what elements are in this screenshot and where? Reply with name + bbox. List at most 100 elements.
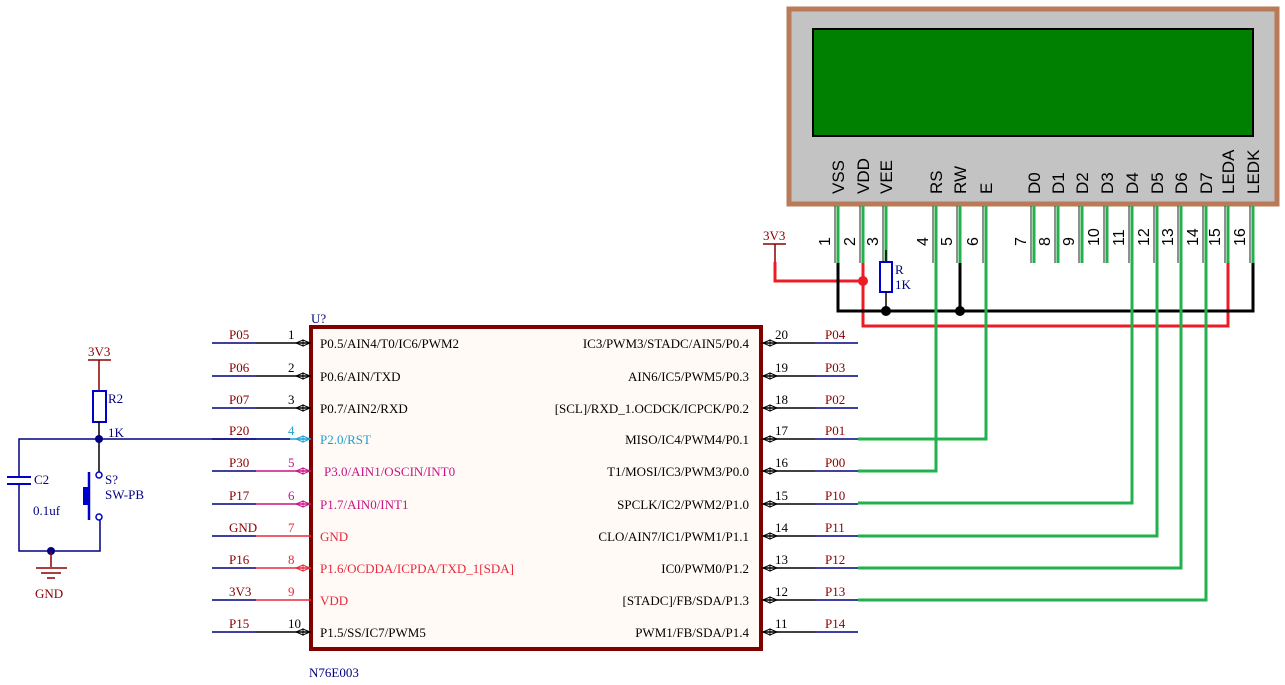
lcd-pin-number: 15 — [1207, 228, 1224, 246]
net-label: P05 — [229, 327, 249, 342]
io-arrow-icon — [294, 564, 312, 572]
net-label: P16 — [229, 552, 250, 567]
pin-number: 11 — [775, 616, 788, 631]
pin-number: 14 — [775, 520, 789, 535]
lcd-3v3-label: 3V3 — [763, 228, 785, 243]
net-label: P20 — [229, 423, 249, 438]
lcd-pin-number: 6 — [965, 237, 982, 246]
net-label: P11 — [825, 520, 845, 535]
lcd-pin-label: LEDA — [1219, 149, 1238, 194]
lcd-pin-number: 10 — [1086, 228, 1103, 246]
contrast-resistor-body — [879, 261, 893, 293]
lcd-pin-label: VDD — [854, 158, 873, 194]
mcu-designator: U? — [311, 311, 326, 326]
lcd-pin-label: VSS — [829, 160, 848, 194]
wire-p13-d7 — [858, 263, 1208, 602]
switch-button — [83, 487, 89, 505]
net-label: P30 — [229, 455, 249, 470]
io-arrow-icon — [761, 404, 779, 412]
net-label: P12 — [825, 552, 845, 567]
pin-number: 6 — [288, 488, 295, 503]
net-label: GND — [229, 520, 257, 535]
lcd-pin-label: D7 — [1197, 172, 1216, 194]
pin-name: GND — [320, 529, 348, 544]
pin-name: AIN6/IC5/PWM5/P0.3 — [628, 369, 749, 384]
c2-designator: C2 — [34, 472, 49, 487]
pin-name: P1.5/SS/IC7/PWM5 — [320, 625, 426, 640]
io-arrow-icon — [294, 500, 312, 508]
switch-contact-bottom — [95, 513, 103, 521]
pin-name: P1.6/OCDDA/ICPDA/TXD_1[SDA] — [320, 561, 514, 576]
io-arrow-icon — [761, 372, 779, 380]
pin-number: 12 — [775, 584, 788, 599]
switch-value: SW-PB — [105, 487, 144, 502]
lcd-pin-label: VEE — [877, 160, 896, 194]
lcd-pin-label: D3 — [1098, 172, 1117, 194]
lcd-pin-number: 7 — [1013, 237, 1030, 246]
io-arrow-icon — [761, 339, 779, 347]
pin-name: P2.0/RST — [320, 432, 371, 447]
io-arrow-icon — [294, 435, 312, 443]
pin-name: MISO/IC4/PWM4/P0.1 — [625, 432, 749, 447]
wire-p11-d5 — [858, 263, 1159, 538]
io-arrow-icon — [294, 467, 312, 475]
lcd-pin-label: D1 — [1049, 172, 1068, 194]
lcd-pin-label: D2 — [1073, 172, 1092, 194]
lcd-pin-number: 12 — [1136, 228, 1153, 246]
lcd-pin-leads — [834, 206, 1255, 263]
lcd-pin-number: 16 — [1232, 228, 1249, 246]
lcd-pin-label: E — [977, 183, 996, 194]
io-arrow-icon — [761, 532, 779, 540]
wire-p01-e — [858, 263, 988, 441]
pin-number: 3 — [288, 392, 295, 407]
net-label: 3V3 — [229, 584, 251, 599]
pin-name: [SCL]/RXD_1.OCDCK/ICPCK/P0.2 — [555, 401, 749, 416]
lcd-pin-number: 9 — [1061, 237, 1078, 246]
pin-number: 15 — [775, 488, 788, 503]
pin-name: P3.0/AIN1/OSCIN/INT0 — [324, 464, 455, 479]
wire-p10-d4 — [858, 263, 1134, 505]
red-wire-vdd-to-leda — [861, 263, 1230, 328]
lcd-pin-number: 2 — [842, 237, 859, 246]
pin-number: 20 — [775, 327, 788, 342]
net-label: P03 — [825, 360, 845, 375]
reset-3v3-label: 3V3 — [88, 344, 110, 359]
pin-number: 18 — [775, 392, 788, 407]
reset-circuit: 3V3 R2 1K C2 0.1uf S? SW-PB GND — [7, 344, 290, 601]
io-arrow-icon — [294, 339, 312, 347]
lcd-pin-label: RS — [927, 170, 946, 194]
lcd-screen — [812, 28, 1254, 137]
io-arrow-icon — [761, 435, 779, 443]
pin-name: P0.6/AIN/TXD — [320, 369, 401, 384]
io-arrow-icon — [761, 628, 779, 636]
lcd-pin-label: D0 — [1025, 172, 1044, 194]
pin-name: CLO/AIN7/IC1/PWM1/P1.1 — [598, 529, 749, 544]
junction-vdd — [858, 276, 868, 286]
lcd-pin-number: 8 — [1037, 237, 1054, 246]
lcd-pin-label: D6 — [1172, 172, 1191, 194]
black-wire-gnd — [836, 263, 1255, 313]
lcd-pin-number: 3 — [865, 237, 882, 246]
pin-number: 13 — [775, 552, 788, 567]
io-arrow-icon — [294, 404, 312, 412]
wire-p12-d6 — [858, 263, 1183, 570]
pin-name: P1.7/AIN0/INT1 — [320, 497, 408, 512]
net-label: P01 — [825, 423, 845, 438]
pin-name: IC0/PWM0/P1.2 — [661, 561, 749, 576]
io-arrow-icon — [761, 500, 779, 508]
red-wire-3v3-to-vdd — [773, 262, 863, 283]
io-arrow-icon — [294, 628, 312, 636]
pin-number: 2 — [288, 360, 295, 375]
io-arrow-icon — [294, 372, 312, 380]
